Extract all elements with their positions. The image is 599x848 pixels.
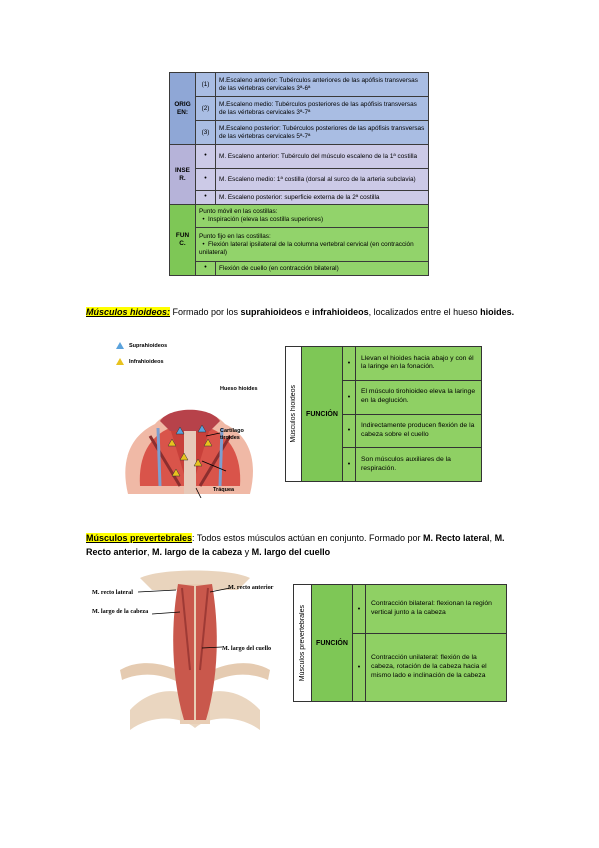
neck-muscles-drawing (125, 409, 253, 498)
spine-muscles-drawing (120, 570, 270, 730)
funcion-block-1-item: Inspiración (eleva las costilla superior… (199, 216, 425, 224)
escalenos-table: ORIG EN: (1) M.Escaleno anterior: Tubérc… (169, 72, 429, 276)
label-cartilago-tiroides: Cartílago tiroides (220, 428, 244, 441)
origen-num-1: (1) (195, 72, 216, 97)
prevertebrales-paragraph: Músculos prevertebrales: Todos estos mús… (86, 531, 516, 559)
row-text: Son músculos auxiliares de la respiració… (361, 455, 451, 472)
insercion-text-2: M. Escaleno medio: 1ª costilla (dorsal a… (215, 168, 429, 191)
hioideos-text-1: Formado por los (170, 307, 241, 317)
yellow-triangle-icon (116, 358, 124, 365)
insercion-bullet-3: • (195, 190, 216, 205)
origen-text-1: M.Escaleno anterior: Tubérculos anterior… (215, 72, 429, 97)
hioideos-text-2: e (302, 307, 313, 317)
funcion-block-2-item: Flexión lateral ipsilateral de la column… (199, 241, 425, 257)
insercion-text-3: M. Escaleno posterior: superficie extern… (215, 190, 429, 205)
table-row: • Indirectamente producen flexión de la … (343, 414, 481, 449)
row-bullet: • (343, 347, 356, 380)
prevert-bold-largo-cuello: M. largo del cuello (251, 547, 331, 557)
hioideos-text-3: , localizados entre el hueso (368, 307, 481, 317)
funcion-header: FUN C. (169, 204, 196, 276)
insercion-text-1: M. Escaleno anterior: Tubérculo del músc… (215, 144, 429, 169)
prevert-bold-recto-anterior: M. Recto anterior (86, 533, 505, 557)
table-row: • Llevan el hioides hacia abajo y con él… (343, 347, 481, 381)
hioideos-illustration: Suprahioideos Infrahioideos Hueso hioide… (110, 338, 270, 498)
hioideos-bold-supra: suprahioideos (240, 307, 303, 317)
insercion-bullet-2: • (195, 168, 216, 191)
row-bullet: • (343, 448, 356, 481)
hioideos-funcion-header: FUNCIÓN (302, 347, 343, 481)
funcion-block-1-title: Punto móvil en las costillas: (199, 208, 278, 215)
hioideos-vertical-text: Músculos hioideos (290, 385, 297, 443)
prevert-vertical-text: Músculos prevertebrales (299, 604, 306, 682)
prevert-vertical-label: Músculos prevertebrales (294, 585, 312, 701)
hioideos-function-table: Músculos hioideos FUNCIÓN • Llevan el hi… (285, 346, 482, 482)
row-text: El músculo tirohioideo eleva la laringe … (361, 388, 476, 405)
funcion-block-2: Punto fijo en las costillas: Flexión lat… (195, 227, 429, 262)
table-row: • Son músculos auxiliares de la respirac… (343, 448, 481, 481)
prevert-text-3: , (147, 547, 153, 557)
prevert-text-2: , (489, 533, 495, 543)
insercion-header: INSE R. (169, 144, 196, 205)
prevert-funcion-header: FUNCIÓN (312, 585, 353, 701)
hioideos-paragraph: Músculos hioideos: Formado por los supra… (86, 305, 516, 319)
origen-num-2: (2) (195, 96, 216, 121)
prevert-function-rows: • Contracción bilateral: flexionan la re… (353, 585, 506, 701)
prevert-bold-largo-cabeza: M. largo de la cabeza (152, 547, 243, 557)
table-row: • El músculo tirohioideo eleva la laring… (343, 380, 481, 415)
row-bullet: • (343, 414, 356, 448)
row-bullet: • (343, 380, 356, 414)
origen-header: ORIG EN: (169, 72, 196, 145)
hioideos-function-rows: • Llevan el hioides hacia abajo y con él… (343, 347, 481, 481)
table-row: • Contracción bilateral: flexionan la re… (353, 585, 506, 634)
row-text: Contracción bilateral: flexionan la regi… (371, 600, 492, 616)
blue-triangle-icon (116, 342, 124, 349)
hioideos-vertical-label: Músculos hioideos (286, 347, 302, 481)
row-text: Indirectamente producen flexión de la ca… (361, 422, 475, 438)
origen-num-3: (3) (195, 120, 216, 145)
row-text: Contracción unilateral: flexión de la ca… (371, 654, 487, 679)
prevert-text-1: : Todos estos músculos actúan en conjunt… (192, 533, 424, 543)
row-text: Llevan el hioides hacia abajo y con él l… (361, 354, 474, 371)
legend-suprahioideos: Suprahioideos (116, 342, 167, 349)
table-row: • Contracción unilateral: flexión de la … (353, 634, 506, 701)
insercion-bullet-1: • (195, 144, 216, 169)
origen-text-3: M.Escaleno posterior: Tubérculos posteri… (215, 120, 429, 145)
label-largo-cabeza: M. largo de la cabeza (92, 608, 149, 615)
funcion-block-2-title: Punto fijo en las costillas: (199, 232, 271, 240)
prevertebrales-illustration: M. recto lateral M. recto anterior M. la… (90, 570, 280, 740)
label-largo-cuello: M. largo del cuello (222, 645, 272, 652)
prevert-bold-recto-lateral: M. Recto lateral (423, 533, 490, 543)
label-hueso-hioides: Hueso hioides (220, 386, 258, 392)
label-traquea: Tráquea (213, 487, 235, 493)
prevertebrales-function-table: Músculos prevertebrales FUNCIÓN • Contra… (293, 584, 507, 702)
hioideos-bold-infra: infrahioideos (312, 307, 369, 317)
label-recto-lateral: M. recto lateral (92, 589, 133, 596)
origen-text-2: M.Escaleno medio: Tubérculos posteriores… (215, 96, 429, 121)
funcion-block-1: Punto móvil en las costillas: Inspiració… (195, 204, 429, 228)
row-bullet: • (353, 634, 366, 701)
legend-infra-label: Infrahioideos (129, 358, 164, 365)
label-recto-anterior: M. recto anterior (228, 584, 274, 591)
prevertebrales-heading: Músculos prevertebrales (86, 533, 193, 543)
funcion-block-3-bullet: • (195, 261, 216, 276)
legend-supra-label: Suprahioideos (129, 342, 168, 349)
hioideos-bold-hioides: hioides. (480, 307, 515, 317)
hioideos-heading: Músculos hioideos: (86, 307, 171, 317)
row-bullet: • (353, 585, 366, 633)
legend-infrahioideos: Infrahioideos (116, 358, 164, 365)
prevert-text-4: y (242, 547, 252, 557)
funcion-block-3-item: Flexión de cuello (en contracción bilate… (215, 261, 429, 276)
